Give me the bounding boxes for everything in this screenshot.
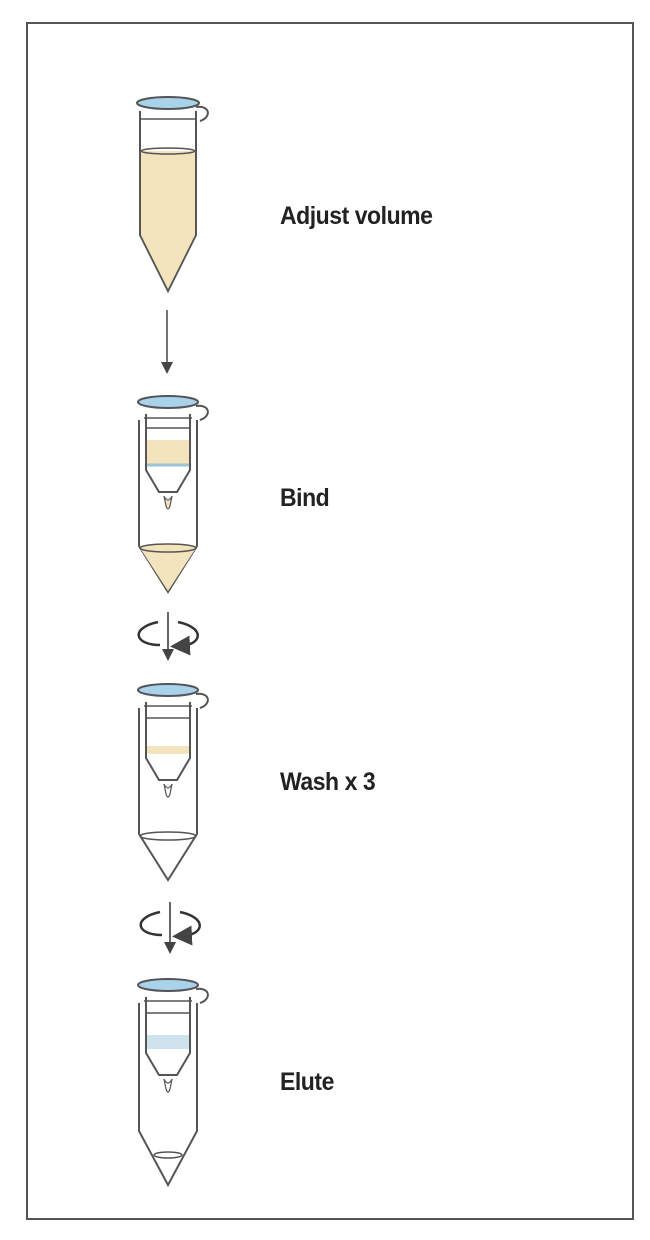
diagram-frame — [26, 22, 634, 1220]
centrifuge-spin-icon — [139, 902, 201, 954]
spin-column-bind-icon — [137, 395, 209, 594]
spin-column-elute-icon — [137, 978, 209, 1188]
step-label-elute: Elute — [280, 1068, 334, 1096]
spin-column-wash-icon — [137, 683, 209, 882]
step-label-wash: Wash x 3 — [280, 768, 376, 796]
sample-tube-icon — [136, 96, 209, 294]
centrifuge-spin-icon — [137, 612, 199, 661]
step-label-bind: Bind — [280, 484, 330, 512]
step-label-adjust-volume: Adjust volume — [280, 202, 433, 230]
